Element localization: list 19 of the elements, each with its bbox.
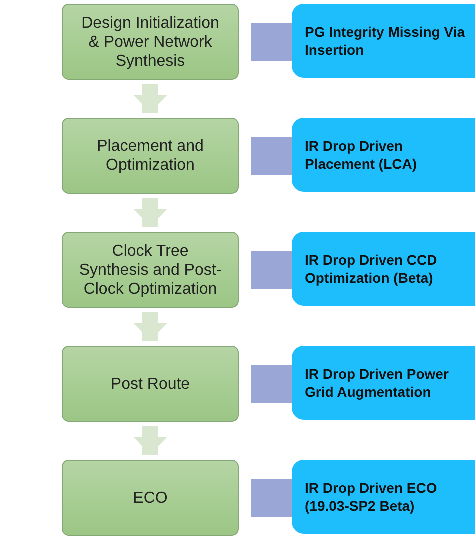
connector-bar — [251, 23, 292, 61]
feature-box: PG Integrity Missing Via Insertion — [292, 4, 475, 78]
process-box: ECO — [62, 460, 239, 536]
feature-box: IR Drop Driven CCD Optimization (Beta) — [292, 232, 475, 306]
connector-bar — [251, 365, 292, 403]
arrow — [134, 198, 168, 227]
process-box: Clock Tree Synthesis and Post-Clock Optimization — [62, 232, 239, 308]
connector-bar — [251, 479, 292, 517]
feature-box: IR Drop Driven ECO (19.03-SP2 Beta) — [292, 460, 475, 534]
connector-bar — [251, 251, 292, 289]
process-box: Design Initialization & Power Network Synthesis — [62, 4, 239, 80]
arrow — [134, 312, 168, 341]
feature-box: IR Drop Driven Placement (LCA) — [292, 118, 475, 192]
connector-bar — [251, 137, 292, 175]
arrow — [134, 84, 168, 113]
process-box: Post Route — [62, 346, 239, 422]
arrow — [134, 426, 168, 455]
feature-box: IR Drop Driven Power Grid Augmentation — [292, 346, 475, 420]
process-box: Placement and Optimization — [62, 118, 239, 194]
